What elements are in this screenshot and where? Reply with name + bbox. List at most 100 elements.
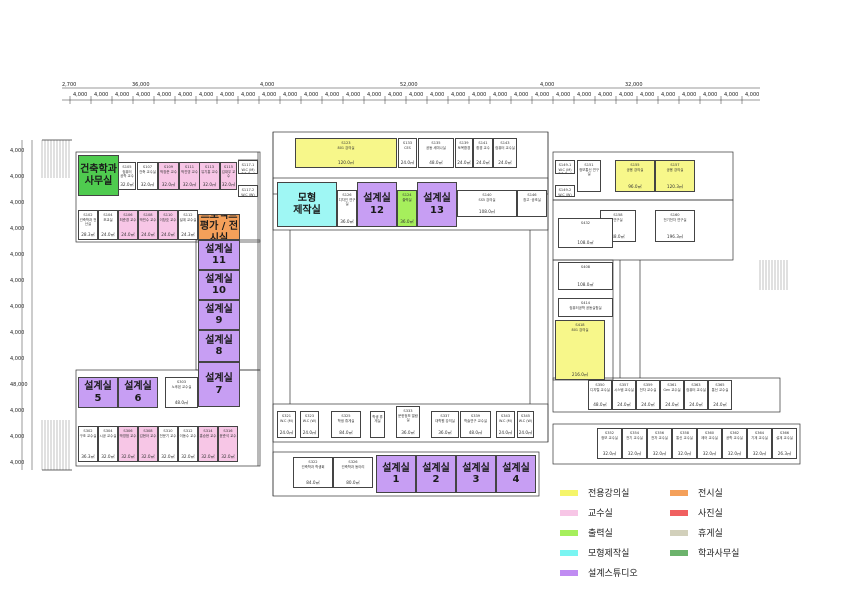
room-code: S325 [341, 414, 351, 418]
room-code: S352 [604, 431, 615, 435]
room-area: 32.0㎡ [181, 454, 195, 460]
room-name: 조교실 [103, 218, 113, 223]
room-code: S339 [470, 414, 481, 418]
dimension-label: 4,000 [388, 92, 403, 98]
room-code: S360 [704, 431, 715, 435]
room-name: 설계실 11 [205, 243, 233, 266]
room-code: S316 [223, 429, 233, 433]
room-name: 설계실 12 [363, 193, 391, 216]
room-code: S105 [122, 165, 132, 169]
room-code: S117-1 [241, 163, 255, 167]
room-code: S362 [729, 431, 740, 435]
room-name: W.C (M) [241, 168, 255, 173]
room-code: S364 [754, 431, 765, 435]
room-area: 32.0㎡ [702, 451, 717, 457]
room-name: 토목환경 [457, 146, 471, 151]
room-name: 전기 교수실 [626, 436, 643, 441]
room-name: 설계 교수실 [776, 436, 793, 441]
room-area: 24.3㎡ [181, 232, 195, 238]
room-name: 설계실 1 [382, 462, 410, 485]
dimension-label: 4,000 [10, 330, 25, 336]
room-area: 32.0㎡ [202, 182, 217, 188]
room-name: 창고 ·공조실 [523, 198, 541, 203]
room-area: 32.0㎡ [652, 451, 667, 457]
room-name: 건축학과 동아리 [341, 465, 365, 470]
room-name: 이창호 교수 [159, 218, 177, 223]
room-area: 32.0㎡ [121, 454, 135, 460]
room-name: W.C (M) [558, 168, 572, 173]
room-name: 이동수 교수 [179, 434, 197, 439]
room: 설계실 13 [417, 182, 457, 227]
room-code: S107 [142, 165, 153, 169]
room-code: S306 [123, 429, 133, 433]
room: 설계실 4 [496, 455, 536, 493]
room-area: 24.0㎡ [498, 160, 512, 166]
room-code: S135 [431, 141, 441, 145]
room-code: S113 [204, 165, 215, 169]
legend-swatch [670, 489, 688, 496]
room-name: 설계실 5 [84, 381, 112, 404]
dimension-label: 4,000 [493, 92, 508, 98]
room: S149-1W.C (M)36.3㎡ [555, 160, 575, 174]
room-code: S312 [183, 429, 193, 433]
dimension-label: 4,000 [577, 92, 592, 98]
room-area: 36.0㎡ [340, 219, 354, 225]
room-name: 공용 강의실 [666, 168, 684, 173]
room-name: 801 강의실 [337, 146, 355, 151]
room-area: 24.0㎡ [279, 430, 294, 436]
room-name: 박민수 교수 [139, 218, 157, 223]
room-code: S326 [348, 460, 358, 464]
room-area: 24.0㎡ [400, 160, 415, 166]
room-name: 설계실 13 [423, 193, 451, 216]
room-name: 설계실 2 [422, 462, 450, 485]
dimension-label: 4,000 [10, 226, 25, 232]
room-area: 36.0㎡ [400, 219, 414, 225]
room-code: S357 [619, 383, 629, 387]
legend-item: 모형제작실 [560, 546, 629, 559]
room-name: 홍승현 교수 [199, 434, 217, 439]
room-name: 건축 교수실 [139, 170, 156, 175]
room-area: 32.0㎡ [201, 454, 215, 460]
dimension-label: 4,000 [640, 92, 655, 98]
dimension-label: 4,000 [262, 92, 277, 98]
room-area: 80.0㎡ [346, 480, 360, 486]
room-area: 48.0㎡ [611, 234, 625, 240]
room-code: S109 [163, 165, 174, 169]
legend-swatch [560, 549, 578, 556]
dimension-label: 4,000 [10, 278, 25, 284]
room-code: S149-1 [558, 163, 572, 167]
dimension-label: 4,000 [10, 434, 25, 440]
room-code: S343 [500, 414, 511, 418]
room-area: 24.0㎡ [141, 232, 155, 238]
room-name: 구조 교수실 [79, 434, 97, 439]
room-name: 전기전자 연구실 [663, 218, 687, 223]
dimension-label: 4,000 [260, 82, 275, 88]
dimension-label: 4,000 [598, 92, 613, 98]
legend-item: 사진실 [670, 506, 723, 519]
room-area: 48.0㎡ [468, 430, 483, 436]
room-name: 시스템 교수실 [614, 388, 634, 393]
room-name: 건축학과 학생회 [301, 465, 325, 470]
room-name: 박장준 교수 [160, 170, 177, 175]
room-name: 컴퓨터 교수실 [686, 388, 706, 393]
dimension-label: 4,000 [241, 92, 256, 98]
room-name: 연구실 [613, 218, 623, 223]
dimension-label: 4,000 [178, 92, 193, 98]
room-name: 설계실 10 [205, 273, 233, 296]
room: 설계실 12 [357, 182, 397, 227]
